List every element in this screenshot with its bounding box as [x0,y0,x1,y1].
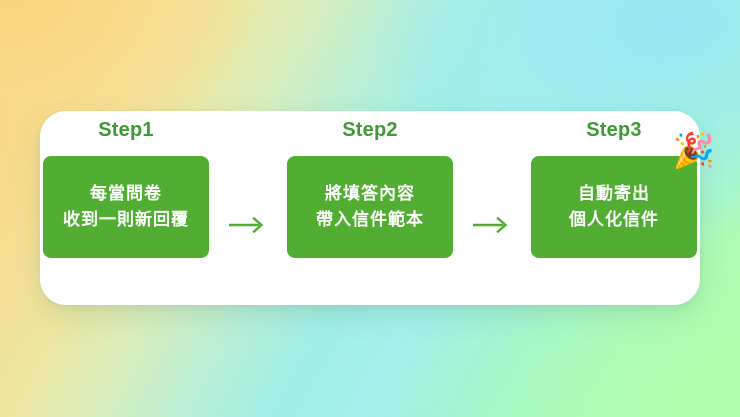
step-box-1[interactable]: 每當問卷 收到一則新回覆 [43,156,209,258]
step-label-3: Step3 [586,119,642,141]
step-column-1: Step1 每當問卷 收到一則新回覆 [32,111,220,258]
step-box-wrapper-3: 自動寄出 個人化信件 🎉 [531,134,715,258]
connector-1 [220,111,276,305]
step-box-2[interactable]: 將填答內容 帶入信件範本 [287,156,453,258]
step-box-1-line-1: 每當問卷 [90,184,162,204]
step-box-3-line-2: 個人化信件 [569,209,659,229]
arrow-right-icon [229,216,264,234]
step-box-2-line-2: 帶入信件範本 [316,209,424,229]
party-popper-icon: 🎉 [672,132,715,170]
step-box-3[interactable]: 自動寄出 個人化信件 [531,156,697,258]
arrow-right-icon [473,216,508,234]
flow-card: Step1 每當問卷 收到一則新回覆 Step2 將填答內容 帶入信件範本 [40,111,715,305]
step-box-wrapper-1: 每當問卷 收到一則新回覆 [43,156,209,258]
step-box-1-line-2: 收到一則新回覆 [63,209,189,229]
step-box-2-line-1: 將填答內容 [325,184,415,204]
connector-2 [464,111,520,305]
steps-row: Step1 每當問卷 收到一則新回覆 Step2 將填答內容 帶入信件範本 [40,111,715,305]
step-box-wrapper-2: 將填答內容 帶入信件範本 [287,156,453,258]
step-label-1: Step1 [98,119,154,141]
step-label-2: Step2 [342,119,398,141]
step-column-2: Step2 將填答內容 帶入信件範本 [276,111,464,258]
step-column-3: Step3 自動寄出 個人化信件 🎉 [520,111,715,258]
step-box-3-line-1: 自動寄出 [578,184,650,204]
